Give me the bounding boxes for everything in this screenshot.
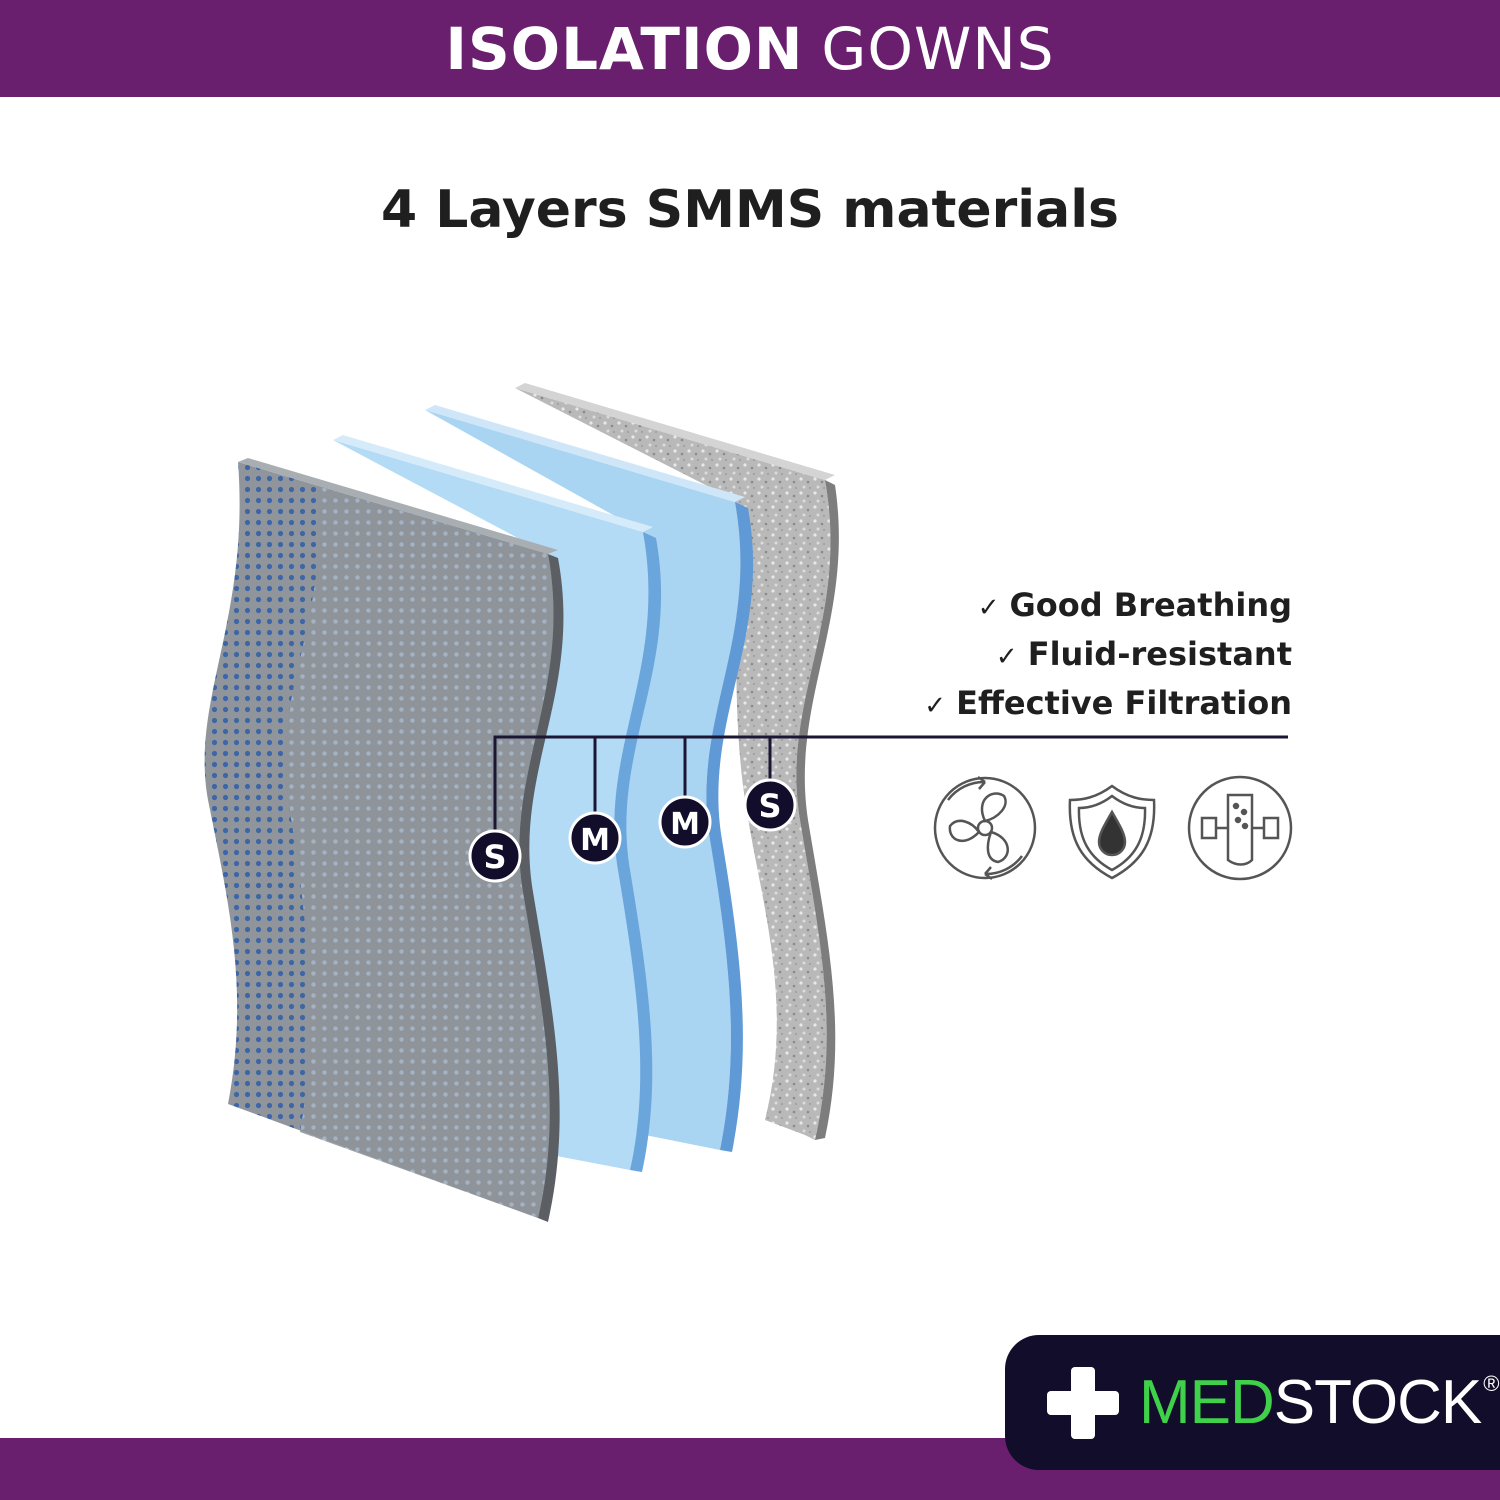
title-bold: ISOLATION bbox=[445, 14, 804, 83]
logo-wordmark: MEDSTOCK® bbox=[1139, 1367, 1499, 1438]
title-light: GOWNS bbox=[821, 14, 1055, 83]
logo-stock: STOCK bbox=[1273, 1368, 1482, 1437]
feature-label: Good Breathing bbox=[1009, 586, 1292, 624]
layer-badge-3: M bbox=[658, 795, 712, 849]
feature-label: Fluid-resistant bbox=[1027, 635, 1292, 673]
layer-1-spunbond bbox=[204, 458, 564, 1222]
layer-badge-4: S bbox=[743, 778, 797, 832]
medical-cross-icon bbox=[1047, 1366, 1119, 1439]
shield-drop-icon bbox=[1068, 784, 1156, 880]
feature-item: ✓ Good Breathing bbox=[924, 582, 1292, 631]
feature-label: Effective Filtration bbox=[956, 684, 1292, 722]
registered-mark: ® bbox=[1483, 1371, 1499, 1396]
fan-icon bbox=[933, 775, 1037, 881]
badge-letter-3: M bbox=[670, 807, 700, 842]
check-icon: ✓ bbox=[924, 691, 947, 721]
badge-letter-2: M bbox=[580, 823, 610, 858]
subtitle: 4 Layers SMMS materials bbox=[380, 180, 1119, 240]
check-icon: ✓ bbox=[977, 593, 1000, 623]
feature-item: ✓ Effective Filtration bbox=[924, 680, 1292, 729]
check-icon: ✓ bbox=[995, 642, 1018, 672]
medstock-logo: MEDSTOCK® bbox=[1005, 1335, 1500, 1470]
layer-2-meltblown bbox=[333, 435, 662, 1172]
layer-badge-1: S bbox=[468, 829, 522, 883]
logo-med: MED bbox=[1139, 1368, 1275, 1437]
layer-badge-2: M bbox=[568, 811, 622, 865]
feature-item: ✓ Fluid-resistant bbox=[924, 631, 1292, 680]
badge-letter-4: S bbox=[758, 787, 781, 825]
layer-3-meltblown bbox=[425, 405, 754, 1152]
feature-list: ✓ Good Breathing ✓ Fluid-resistant ✓ Effect… bbox=[924, 582, 1292, 729]
filter-icon bbox=[1187, 775, 1293, 881]
badge-letter-1: S bbox=[483, 838, 506, 876]
